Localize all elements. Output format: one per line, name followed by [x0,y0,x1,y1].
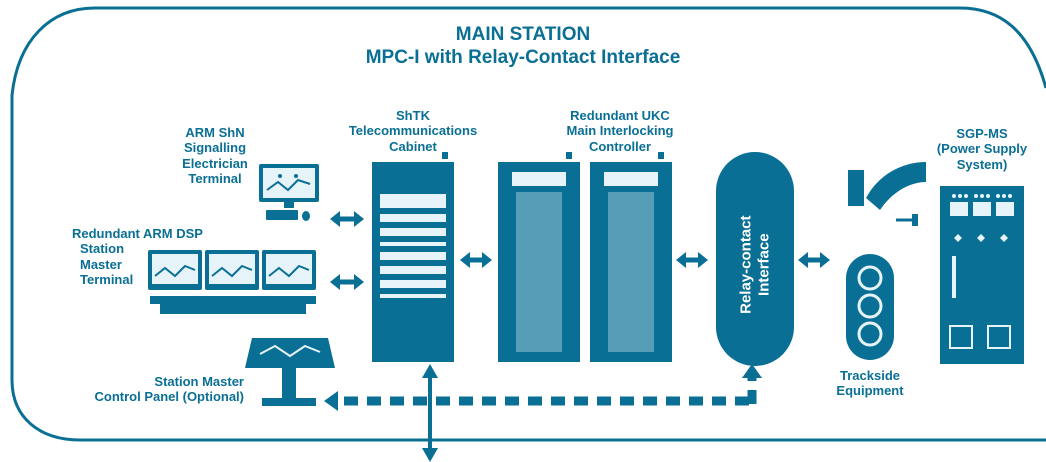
arm-dsp-terminals-icon [148,250,316,314]
page-subtitle: MPC-I with Relay-Contact Interface [365,47,681,68]
double-arrow-icon [330,211,364,227]
arm-shn-label: ARM ShN Signalling Electrician Terminal [182,125,248,186]
shtk-label: ShTK Telecommunications Cabinet [348,108,478,154]
double-arrow-icon [460,252,492,268]
signal-light-icon [846,254,894,360]
railway-switch-icon [848,162,926,226]
double-arrow-icon [676,252,708,268]
ukc-cabinet-right-icon [590,152,672,362]
relay-interface-block [716,152,794,366]
ukc-label: Redundant UKC Main Interlocking Controll… [566,108,674,154]
arm-dsp-label: Redundant ARM DSP Station Master Termina… [72,226,203,287]
shtk-cabinet-icon [372,152,454,362]
sgp-ms-label: SGP-MS (Power Supply System) [936,126,1028,172]
double-arrow-icon [330,274,364,290]
control-panel-icon [245,338,335,406]
double-arrow-icon [798,252,830,268]
arm-shn-terminal-icon [259,164,319,221]
station-frame [10,6,1046,442]
ukc-cabinet-left-icon [498,152,580,362]
relay-interface-label: Relay-contact Interface [737,215,772,314]
power-supply-cabinet-icon [940,186,1024,364]
trackside-label: Trackside Equipment [836,368,904,399]
control-panel-label: Station Master Control Panel (Optional) [94,374,245,405]
page-title: MAIN STATION [455,24,591,45]
communication-bus-line [324,364,762,462]
